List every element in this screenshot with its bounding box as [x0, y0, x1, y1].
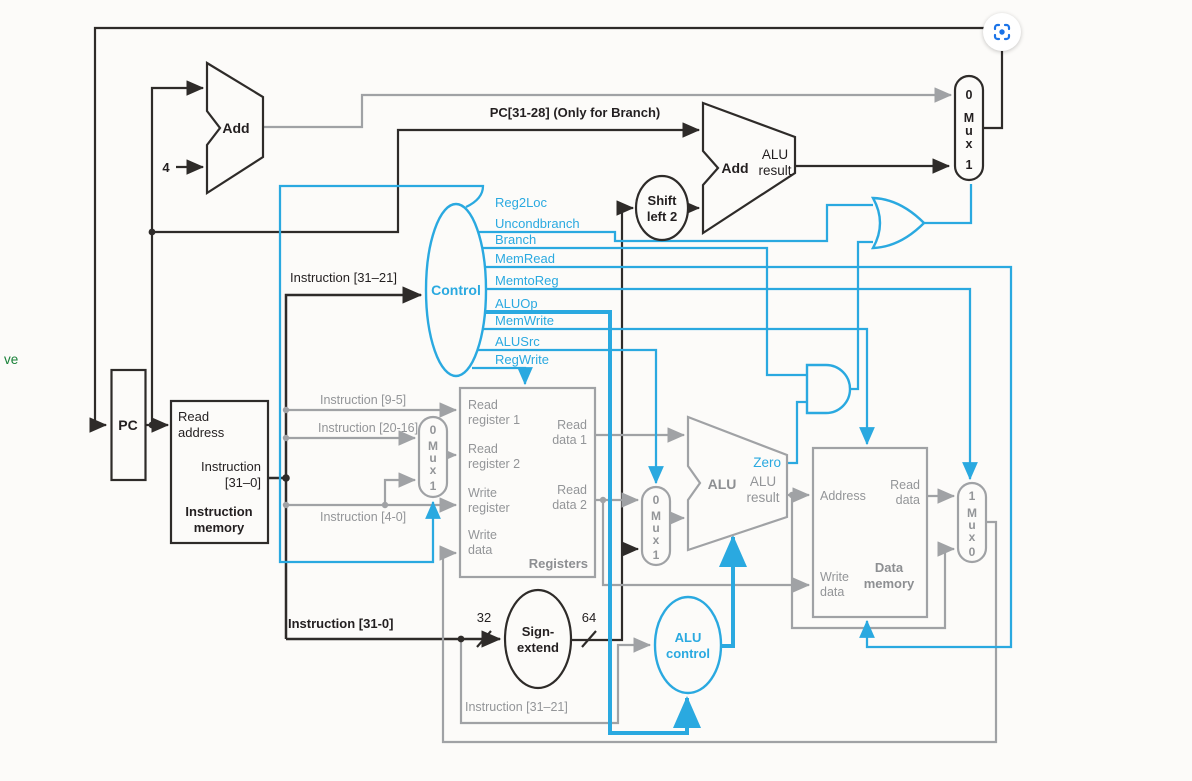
control-oval — [424, 202, 488, 378]
svg-text:x: x — [969, 530, 976, 544]
control-label: Control — [431, 282, 481, 298]
mux-pcsrc-labels: 0 M u x 1 — [964, 88, 974, 172]
svg-text:1: 1 — [653, 548, 660, 562]
sign-extend-oval — [503, 588, 573, 690]
instr-9-5-label: Instruction [9-5] — [320, 393, 406, 407]
registers-box — [458, 386, 597, 579]
wires-gray — [263, 87, 998, 744]
instr-31-0-bottom-label: Instruction [31-0] — [288, 616, 393, 631]
signal-branch: Branch — [495, 232, 536, 247]
svg-text:0: 0 — [969, 545, 976, 559]
svg-text:u: u — [652, 521, 659, 535]
svg-text:0: 0 — [430, 423, 437, 437]
mux-reg2loc — [417, 415, 449, 499]
bits-32-label: 32 — [477, 610, 491, 625]
pc-label: PC — [118, 417, 137, 433]
junction-dots — [148, 228, 796, 643]
four-label: 4 — [162, 160, 170, 175]
svg-text:1: 1 — [969, 489, 976, 503]
signal-memread: MemRead — [495, 251, 555, 266]
registers-title: Registers — [529, 556, 588, 571]
alu-control-oval — [653, 595, 723, 695]
mux-memtoreg-labels: 1 M u x 0 — [967, 489, 977, 559]
pc-branch-note: PC[31-28] (Only for Branch) — [490, 105, 660, 120]
signal-alusrc: ALUSrc — [495, 334, 540, 349]
svg-text:1: 1 — [430, 479, 437, 493]
mux-alusrc-labels: 0 M u x 1 — [651, 493, 661, 562]
add-pc4-shape — [205, 61, 265, 196]
mux-memtoreg — [956, 481, 988, 564]
add-pc4-label: Add — [222, 120, 249, 136]
instr-4-0-label: Instruction [4-0] — [320, 510, 406, 524]
add-branch-shape — [701, 101, 797, 236]
instruction-memory-box — [169, 399, 270, 545]
signal-aluop: ALUOp — [495, 296, 538, 311]
bits-64-label: 64 — [582, 610, 596, 625]
svg-text:u: u — [968, 518, 975, 532]
wires-blue — [278, 184, 1013, 735]
svg-text:0: 0 — [966, 88, 973, 102]
svg-text:x: x — [653, 533, 660, 547]
or-gate — [870, 196, 926, 250]
lens-capture-icon[interactable] — [983, 13, 1021, 51]
svg-text:M: M — [428, 439, 438, 453]
signal-memwrite: MemWrite — [495, 313, 554, 328]
signal-memtoreg: MemtoReg — [495, 273, 559, 288]
signal-uncondbranch: Uncondbranch — [495, 216, 580, 231]
data-memory-box — [811, 446, 929, 619]
sign-extend-label: Sign-extend — [517, 624, 559, 655]
imem-instruction-label: Instruction[31–0] — [201, 459, 261, 490]
signal-reg2loc: Reg2Loc — [495, 195, 548, 210]
alu-shape — [686, 415, 789, 552]
instr-20-16-label: Instruction [20-16] — [318, 421, 418, 435]
svg-text:u: u — [429, 451, 436, 465]
signal-regwrite: RegWrite — [495, 352, 549, 367]
dmem-address-label: Address — [820, 489, 866, 503]
pc-box — [110, 368, 147, 482]
shift-left-2-oval — [634, 174, 690, 242]
mux-reg2loc-labels: 0 M u x 1 — [428, 423, 438, 493]
instr-31-21-top-label: Instruction [31–21] — [290, 270, 397, 285]
alu-name-label: ALU — [708, 476, 737, 492]
svg-text:0: 0 — [653, 493, 660, 507]
add-branch-label: Add — [721, 160, 748, 176]
truncated-link-text[interactable]: ve — [4, 352, 19, 367]
lens-capture-glyph — [993, 23, 1011, 41]
and-gate — [805, 363, 852, 415]
svg-text:M: M — [651, 509, 661, 523]
svg-text:1: 1 — [966, 158, 973, 172]
mux-pcsrc — [953, 74, 985, 182]
svg-text:x: x — [966, 137, 973, 151]
svg-text:x: x — [430, 463, 437, 477]
instr-31-21-bottom-label: Instruction [31–21] — [465, 700, 568, 714]
svg-text:M: M — [964, 111, 974, 125]
mux-alusrc — [640, 485, 672, 567]
svg-text:M: M — [967, 506, 977, 520]
alu-zero-label: Zero — [753, 455, 781, 470]
wires-black — [89, 26, 1004, 648]
svg-text:u: u — [965, 124, 973, 138]
